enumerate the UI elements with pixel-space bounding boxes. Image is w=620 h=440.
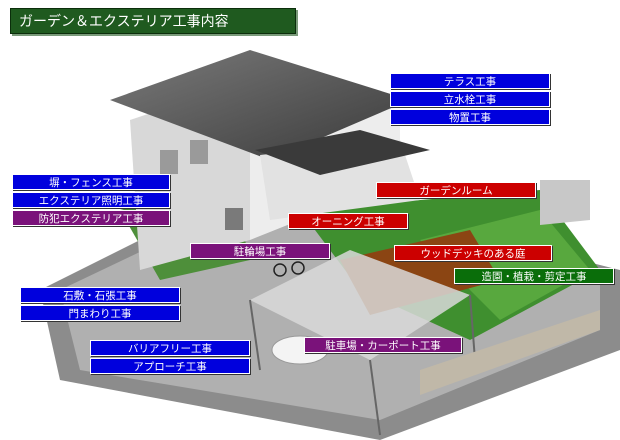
gate-work-label[interactable]: 門まわり工事 [20,305,180,321]
approach-work-label[interactable]: アプローチ工事 [90,358,250,374]
security-work-label[interactable]: 防犯エクステリア工事 [12,210,170,226]
page-title: ガーデン＆エクステリア工事内容 [10,8,296,34]
lighting-work-label[interactable]: エクステリア照明工事 [12,192,170,208]
terrace-work-label[interactable]: テラス工事 [390,73,550,89]
shed-work-label[interactable]: 物置工事 [390,109,550,125]
wood-deck-label[interactable]: ウッドデッキのある庭 [394,245,552,261]
faucet-work-label[interactable]: 立水栓工事 [390,91,550,107]
fence-work-label[interactable]: 塀・フェンス工事 [12,174,170,190]
bicycle-parking-label[interactable]: 駐輪場工事 [190,243,330,259]
garden-room-label[interactable]: ガーデンルーム [376,182,536,198]
barrier-free-label[interactable]: バリアフリー工事 [90,340,250,356]
stone-paving-label[interactable]: 石敷・石張工事 [20,287,180,303]
carport-work-label[interactable]: 駐車場・カーポート工事 [304,337,462,353]
landscaping-work-label[interactable]: 造園・植栽・剪定工事 [454,268,614,284]
awning-work-label[interactable]: オーニング工事 [288,213,408,229]
